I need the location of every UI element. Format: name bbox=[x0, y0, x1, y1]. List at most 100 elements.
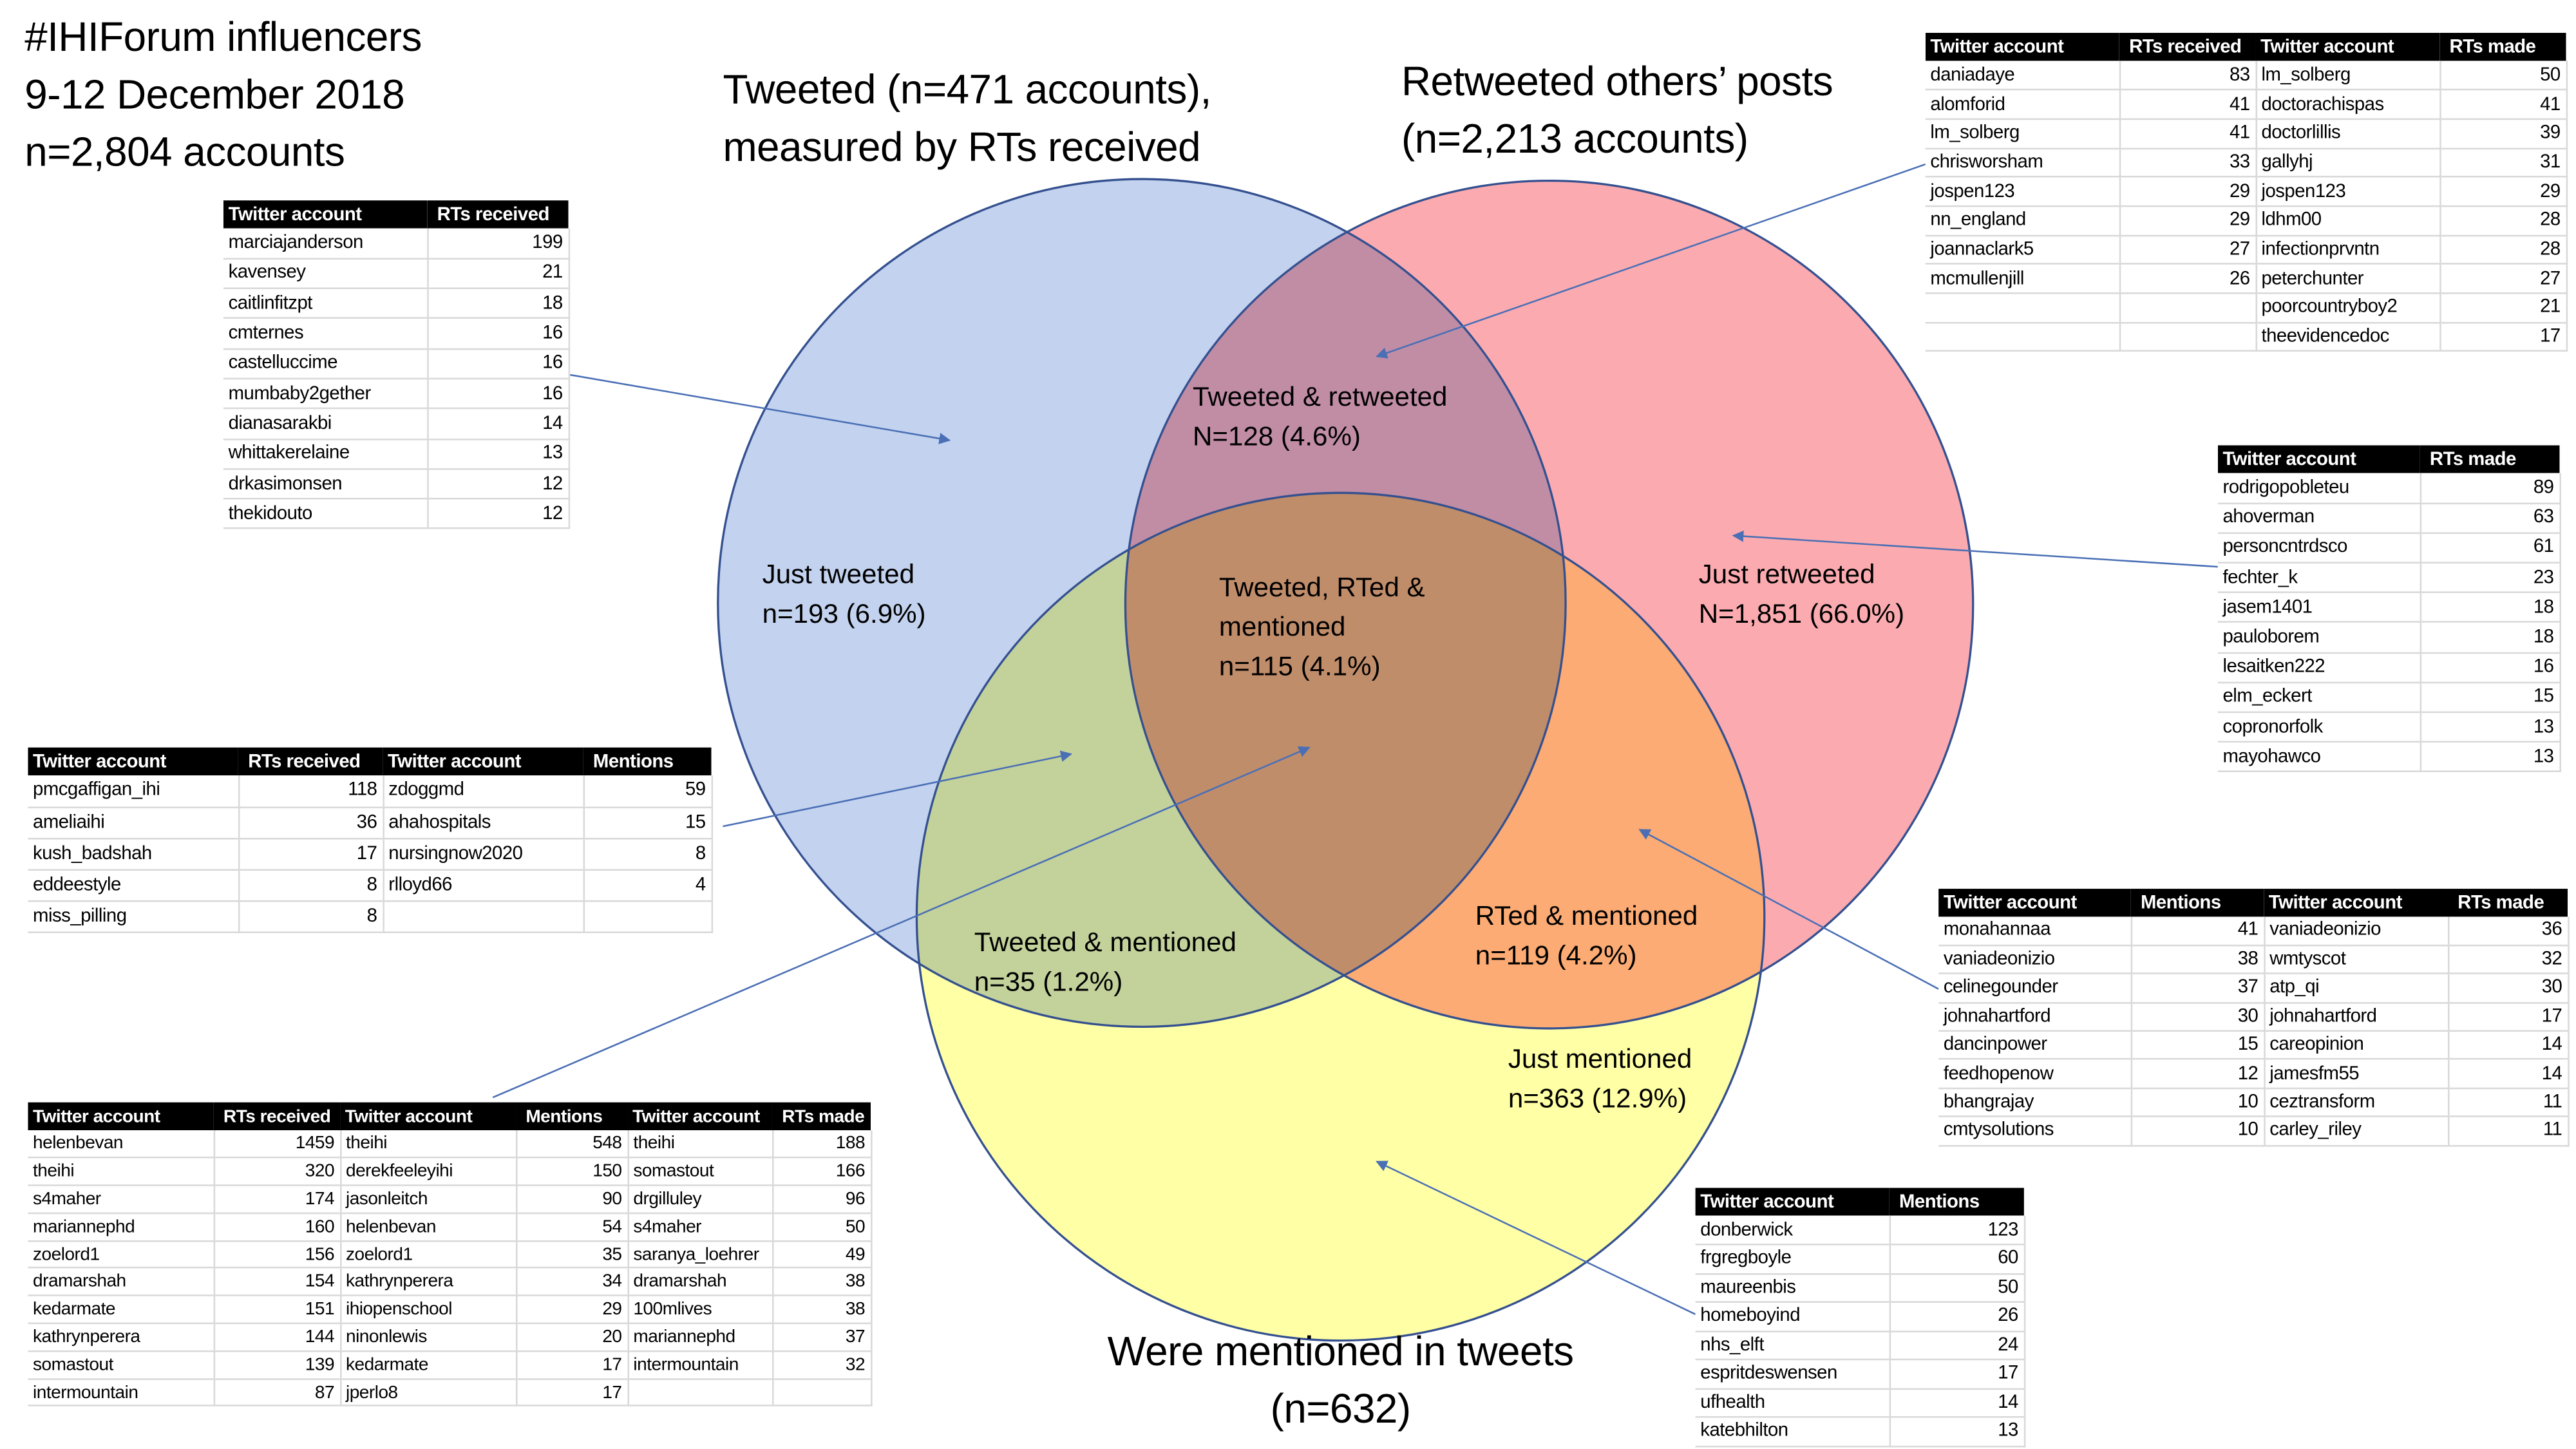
region-label: Tweeted & retweeted bbox=[1193, 383, 1448, 413]
account-cell: katebhilton bbox=[1695, 1417, 1890, 1447]
account-cell: castelluccime bbox=[223, 348, 428, 380]
count-cell: 4 bbox=[583, 869, 712, 902]
count-cell: 18 bbox=[2420, 592, 2561, 623]
account-cell: bhangrajay bbox=[1938, 1088, 2132, 1118]
account-cell: jospen123 bbox=[2255, 176, 2441, 207]
account-cell: cmtysolutions bbox=[1938, 1117, 2132, 1146]
slide-title: #IHIForum influencers 9-12 December 2018… bbox=[24, 10, 422, 182]
count-cell: 50 bbox=[772, 1213, 872, 1242]
account-cell: 100mlives bbox=[627, 1296, 773, 1325]
count-cell: 38 bbox=[772, 1268, 872, 1297]
account-cell: kathrynperera bbox=[28, 1323, 214, 1352]
count-cell: 17 bbox=[2439, 322, 2567, 352]
account-cell: chrisworsham bbox=[1925, 147, 2121, 178]
count-cell: 118 bbox=[238, 775, 384, 808]
count-cell: 8 bbox=[238, 900, 384, 933]
count-cell: 13 bbox=[2420, 742, 2561, 773]
set-label-line: Retweeted others’ posts bbox=[1401, 59, 1833, 106]
count-cell: 11 bbox=[2447, 1117, 2569, 1146]
count-cell: 13 bbox=[2420, 712, 2561, 743]
count-cell: 8 bbox=[238, 869, 384, 902]
title-date: 9-12 December 2018 bbox=[24, 72, 405, 118]
account-cell: espritdeswensen bbox=[1695, 1359, 1890, 1389]
account-cell: marciajanderson bbox=[223, 228, 428, 260]
column-header: Mentions bbox=[2130, 889, 2264, 917]
account-cell: intermountain bbox=[627, 1350, 773, 1379]
account-cell: s4maher bbox=[627, 1213, 773, 1242]
account-cell: ahahospitals bbox=[383, 806, 584, 839]
account-cell: dramarshah bbox=[28, 1268, 214, 1297]
count-cell: 15 bbox=[583, 806, 712, 839]
account-cell: kathrynperera bbox=[340, 1268, 517, 1297]
column-header: Twitter account bbox=[1938, 889, 2131, 917]
account-cell: ninonlewis bbox=[340, 1323, 517, 1352]
count-cell: 90 bbox=[516, 1185, 629, 1214]
column-header: RTs made bbox=[2447, 889, 2568, 917]
account-cell: ahoverman bbox=[2217, 503, 2421, 534]
count-cell: 11 bbox=[2447, 1088, 2569, 1118]
account-cell: theihi bbox=[340, 1130, 517, 1159]
count-cell: 17 bbox=[516, 1350, 629, 1379]
count-cell: 199 bbox=[427, 228, 569, 260]
account-cell: ufhealth bbox=[1695, 1388, 1890, 1418]
account-cell: daniadaye bbox=[1925, 61, 2121, 91]
account-cell bbox=[1925, 322, 2121, 352]
mentioned-outline bbox=[915, 491, 1766, 1342]
account-cell: poorcountryboy2 bbox=[2255, 293, 2441, 323]
account-cell: carley_riley bbox=[2264, 1117, 2449, 1146]
count-cell: 14 bbox=[2447, 1030, 2569, 1061]
account-cell: drkasimonsen bbox=[223, 468, 428, 500]
count-cell: 59 bbox=[583, 775, 712, 808]
count-cell: 14 bbox=[1889, 1388, 2025, 1418]
count-cell: 60 bbox=[1889, 1244, 2025, 1274]
set-label-line: Were mentioned in tweets bbox=[1107, 1329, 1574, 1376]
count-cell: 35 bbox=[516, 1240, 629, 1269]
count-cell: 29 bbox=[516, 1296, 629, 1325]
count-cell bbox=[772, 1378, 872, 1407]
account-cell: joannaclark5 bbox=[1925, 235, 2121, 265]
account-cell: johnahartford bbox=[1938, 1002, 2132, 1032]
column-header: Twitter account bbox=[28, 1102, 214, 1131]
column-header: RTs received bbox=[427, 200, 569, 229]
region-count: n=193 (6.9%) bbox=[762, 600, 926, 630]
account-cell: whittakerelaine bbox=[223, 439, 428, 470]
account-cell: mayohawco bbox=[2217, 742, 2421, 773]
account-cell: pmcgaffigan_ihi bbox=[28, 775, 240, 808]
count-cell: 36 bbox=[2447, 916, 2569, 947]
account-cell: rodrigopobleteu bbox=[2217, 473, 2421, 504]
account-cell: lm_solberg bbox=[2255, 61, 2441, 91]
account-cell: theevidencedoc bbox=[2255, 322, 2441, 352]
account-cell: caitlinfitzpt bbox=[223, 288, 428, 319]
